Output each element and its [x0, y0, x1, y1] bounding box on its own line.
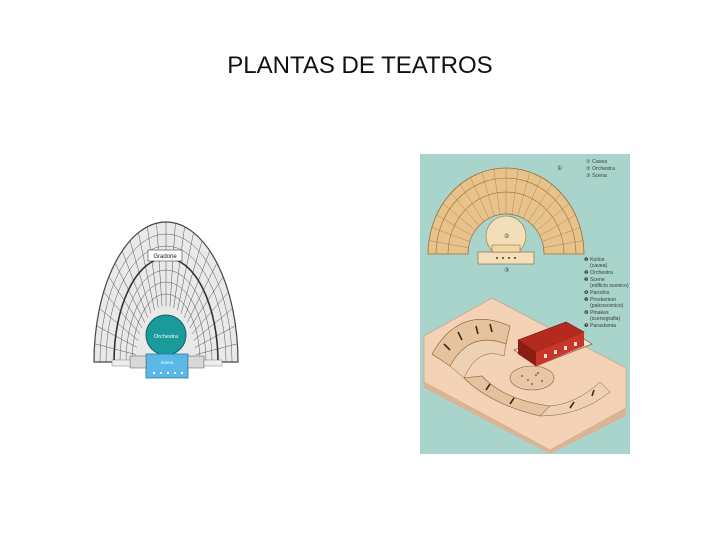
legend-top-item: ③ Scena: [586, 173, 607, 179]
slide-title: PLANTAS DE TEATROS: [227, 52, 493, 79]
legend-bottom-item: ❻ Pinakes: [584, 310, 609, 316]
marker-orchestra: ②: [504, 233, 509, 240]
legend-bottom-item: ❼ Paraskenia: [584, 323, 616, 329]
legend-bottom-item: (scenografia): [590, 316, 621, 322]
legend-top-item: ② Orchestra: [586, 166, 615, 172]
legend-bottom-item: ❷ Orchestra: [584, 270, 613, 276]
legend-bottom-item: (cavea): [590, 263, 608, 269]
legend-bottom-item: (edificio scenico): [590, 283, 629, 289]
legend-top-item: ① Cavea: [586, 159, 607, 165]
legend-bottom-item: ❺ Proskenion: [584, 297, 616, 303]
marker-scena: ③: [504, 267, 509, 274]
axon-orchestra: [509, 365, 555, 391]
stage-block: [145, 353, 189, 379]
gradone-label-box: [147, 249, 183, 262]
gradone-label: Gradone: [153, 254, 177, 260]
roman-theatre-plan-svg: Orchestra Gradone Scena: [90, 212, 242, 384]
greek-theatre-plan-image: ① ② ③ ① Cavea ② Orchestra ③ Scena ❶ Koil…: [420, 154, 630, 454]
legend-bottom: ❶ Koilon (cavea) ❷ Orchestra ❸ Scene (ed…: [584, 257, 629, 329]
greek-theatre-plan-svg: ① ② ③ ① Cavea ② Orchestra ③ Scena ❶ Koil…: [420, 154, 630, 454]
legend-top: ① Cavea ② Orchestra ③ Scena: [586, 159, 615, 179]
stage-label: Scena: [161, 360, 174, 365]
legend-bottom-item: ❸ Scene: [584, 277, 605, 283]
roman-theatre-plan-image: Orchestra Gradone Scena: [90, 212, 242, 384]
marker-cavea: ①: [557, 165, 562, 172]
legend-bottom-item: ❶ Koilon: [584, 257, 605, 263]
legend-bottom-item: ❹ Parodos: [584, 290, 610, 296]
orchestra-label: Orchestra: [154, 334, 179, 340]
top-plan-scene: [477, 251, 535, 265]
legend-bottom-item: (palcoscenico): [590, 303, 624, 309]
